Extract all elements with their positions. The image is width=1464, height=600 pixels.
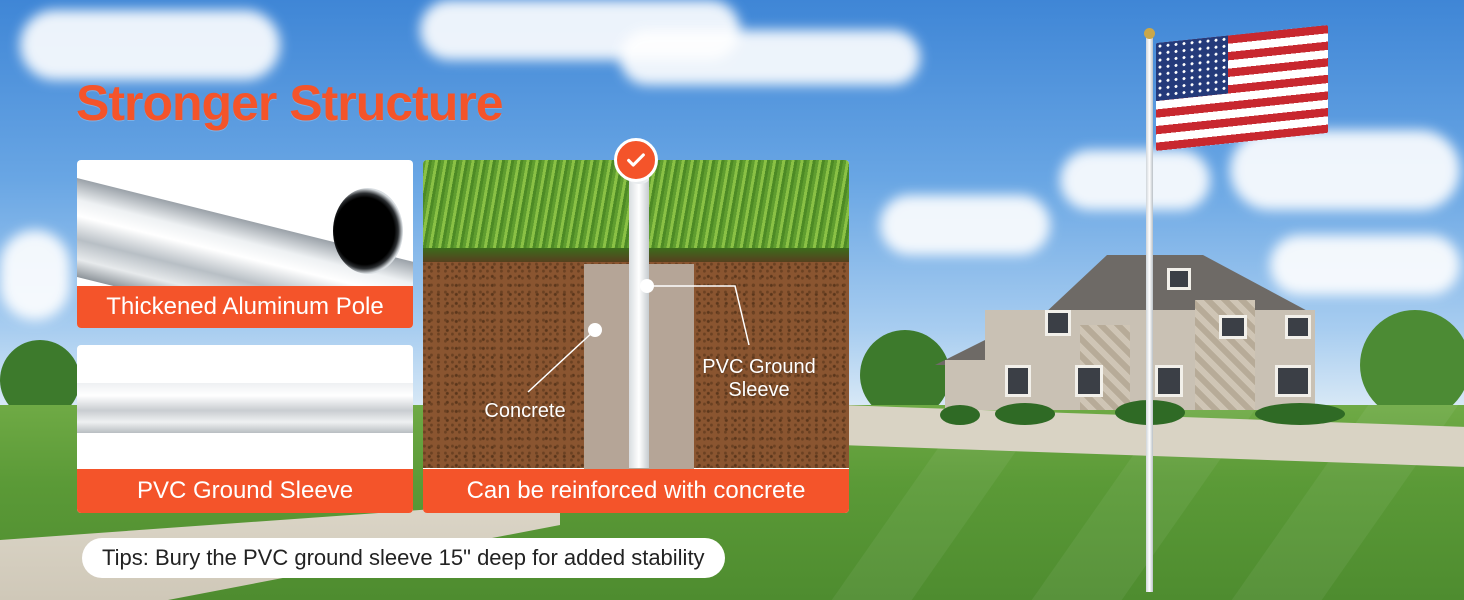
aluminum-pole-card: Thickened Aluminum Pole [77,160,413,328]
tree [1360,310,1464,420]
house-window [1219,315,1247,339]
pvc-sleeve-card: PVC Ground Sleeve [77,345,413,513]
us-flag [1156,24,1328,152]
concrete-callout: Concrete [484,400,566,422]
page-title: Stronger Structure [76,75,504,131]
cloud [0,230,70,320]
sleeve-callout-dot [640,279,654,293]
cloud [1230,130,1460,210]
pvc-sleeve-label: PVC Ground Sleeve [77,469,413,513]
check-icon [614,138,658,182]
pvc-sleeve-image [77,383,413,433]
sleeve-callout-line2: Sleeve [728,379,790,401]
cloud [1060,150,1210,210]
flag-canton [1156,35,1228,102]
house-window [1167,268,1191,290]
callout-lines [527,285,750,393]
house-window [1155,365,1183,397]
shrub [1255,403,1345,425]
cloud [1270,235,1460,295]
check-icon-glyph [627,153,645,167]
house-window [1075,365,1103,397]
house-window [1045,310,1071,336]
concrete-callout-dot [588,323,602,337]
concrete-callout-line [527,329,596,393]
cloud [620,30,920,85]
house-window [1275,365,1311,397]
house [935,235,1355,425]
flagpole-finial [1144,28,1155,39]
cloud [20,10,280,80]
aluminum-tube-opening [333,188,403,274]
house-window [1285,315,1311,339]
shrub [995,403,1055,425]
sleeve-callout-line [647,285,750,346]
house-wall [945,360,1005,410]
flagpole [1146,36,1153,592]
house-window [1005,365,1031,397]
aluminum-pole-label: Thickened Aluminum Pole [77,286,413,328]
shrub [940,405,980,425]
sleeve-callout-line1: PVC Ground [702,356,816,378]
concrete-diagram-label: Can be reinforced with concrete [423,469,849,513]
cloud [880,195,1050,255]
diagram-pole [629,178,649,468]
concrete-diagram-card: Concrete PVC Ground Sleeve Can be reinfo… [423,160,849,513]
house-roof [1043,255,1315,315]
tips-banner: Tips: Bury the PVC ground sleeve 15" dee… [82,538,725,578]
